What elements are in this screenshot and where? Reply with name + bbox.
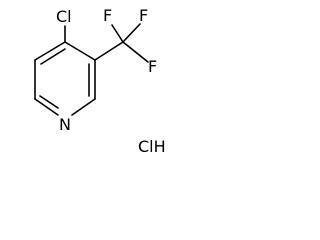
- bond-c3-cf3: [94, 41, 124, 61]
- bond-c-f-top: [122, 23, 141, 43]
- bond-c5-c4: [34, 41, 66, 61]
- atom-label-f-top: F: [139, 6, 148, 25]
- atom-label-f-right: F: [148, 57, 157, 76]
- atom-label-n: N: [59, 115, 71, 134]
- bond-c-f-left: [111, 24, 124, 43]
- bond-n-c6: [34, 98, 59, 116]
- salt-label-hcl: ClH: [138, 137, 166, 156]
- chemical-structure: Cl F F F N ClH: [34, 6, 166, 156]
- bond-c5-c4-inner: [40, 48, 66, 65]
- bond-c-f-right: [122, 41, 149, 63]
- bond-c4-c3: [64, 41, 96, 61]
- bond-c2-n: [71, 98, 96, 116]
- atom-label-f-left: F: [103, 6, 112, 25]
- atom-label-cl: Cl: [56, 7, 72, 26]
- bond-n-c6-inner: [39, 95, 59, 109]
